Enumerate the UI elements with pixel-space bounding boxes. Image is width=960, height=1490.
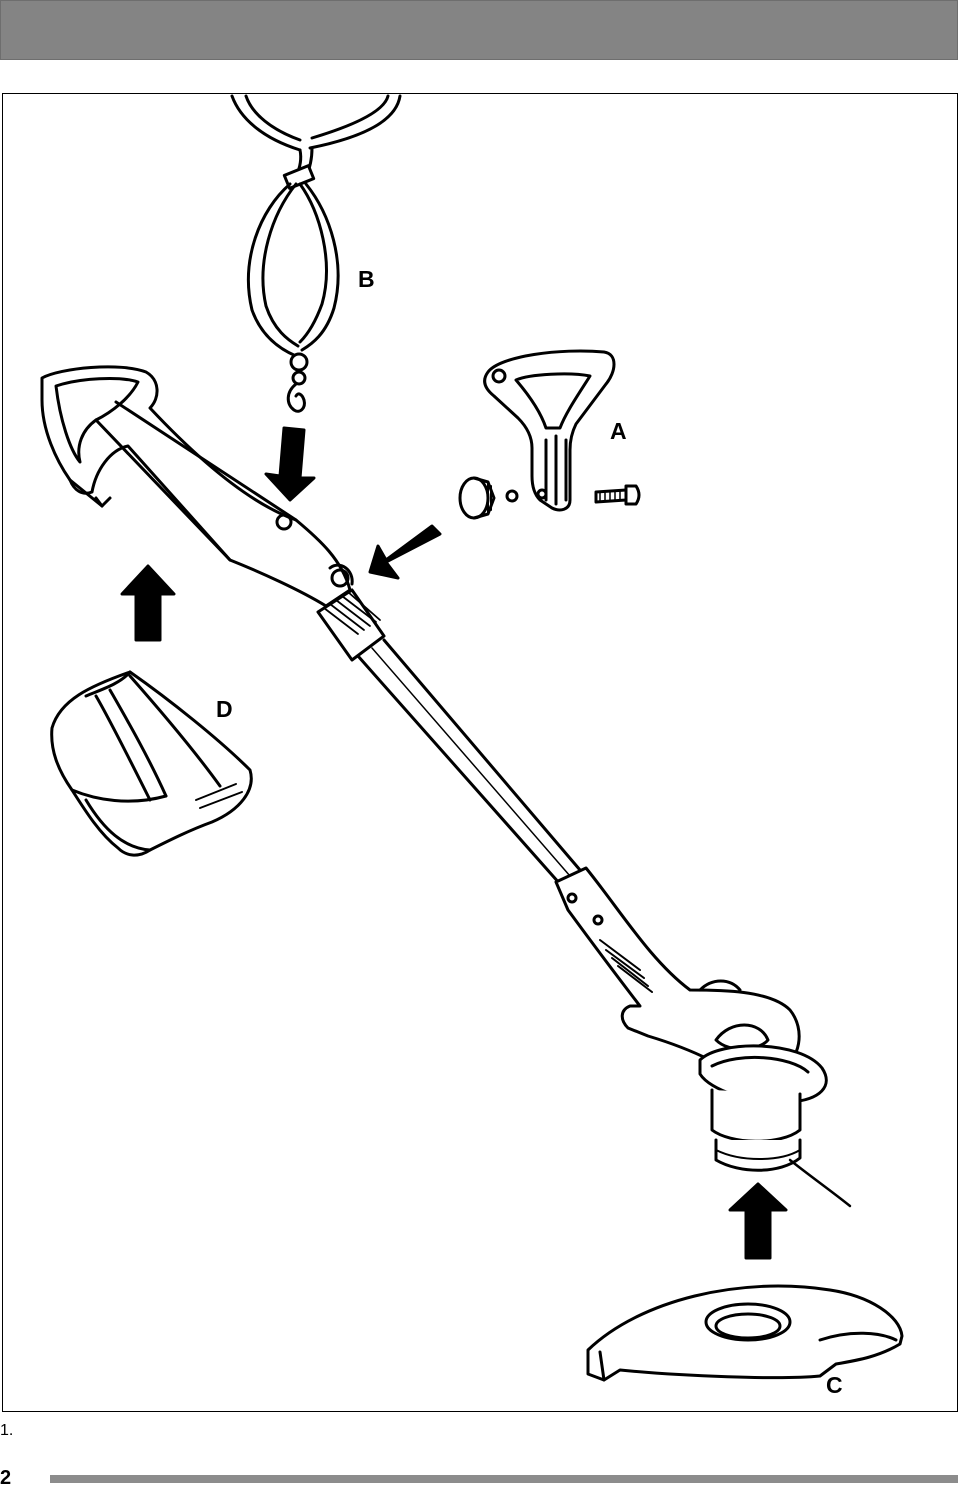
arrow-strap-icon bbox=[264, 426, 316, 502]
rear-handle-part-a bbox=[458, 349, 641, 520]
trimmer-shaft bbox=[356, 638, 582, 886]
arrow-handle-icon bbox=[368, 524, 442, 580]
battery-pack-part-d bbox=[50, 670, 253, 857]
motor-housing bbox=[554, 866, 852, 1208]
figure-number: 1. bbox=[0, 1422, 14, 1439]
label-part-a: A bbox=[610, 418, 627, 444]
page-number: 2 bbox=[0, 1467, 12, 1489]
footer-bar bbox=[50, 1475, 958, 1483]
label-part-d: D bbox=[216, 696, 233, 722]
arrow-guard-icon bbox=[728, 1182, 788, 1260]
label-part-b: B bbox=[358, 266, 375, 292]
label-part-c: C bbox=[826, 1372, 843, 1398]
knurled-coupling bbox=[316, 588, 386, 662]
arrow-battery-icon bbox=[120, 564, 176, 642]
header-bar bbox=[0, 0, 958, 60]
guard-part-c bbox=[586, 1284, 904, 1382]
shoulder-strap-part-b bbox=[230, 94, 402, 413]
figure-frame bbox=[2, 93, 958, 1412]
